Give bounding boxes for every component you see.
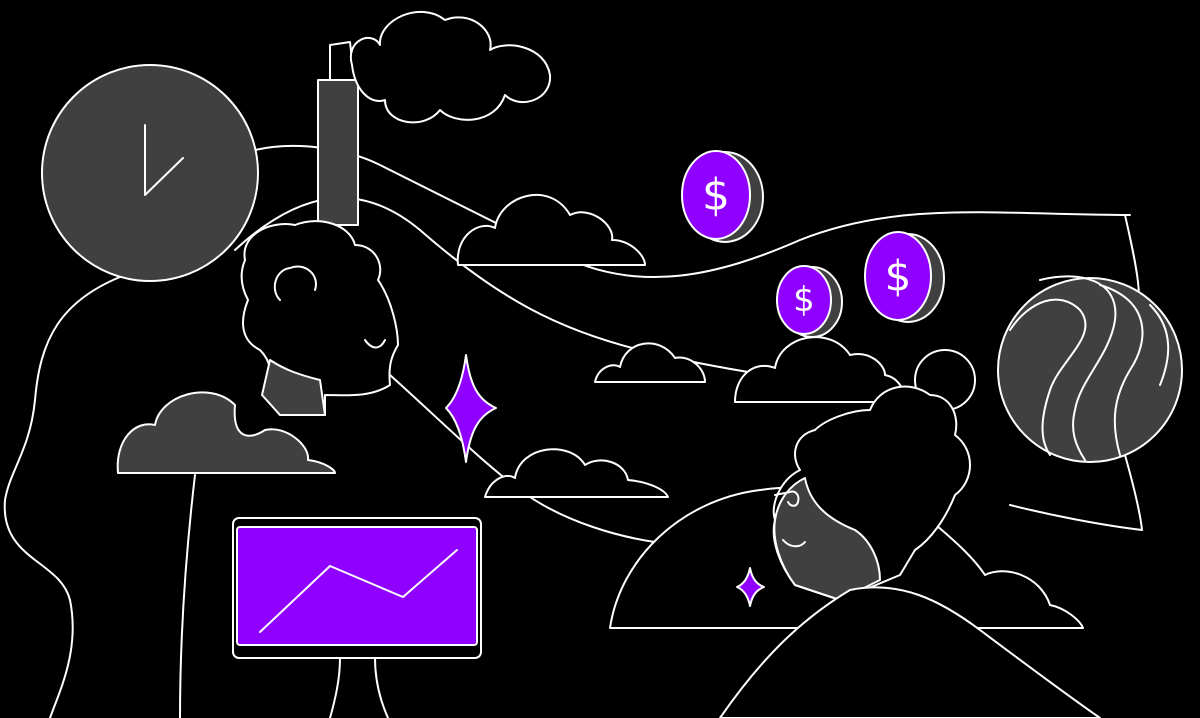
hill-line <box>1009 454 1143 531</box>
cloud-icon <box>116 391 336 474</box>
coin-symbol: $ <box>793 280 815 320</box>
dollar-coin-icon: $ <box>864 231 945 323</box>
dollar-coin-icon: $ <box>681 150 764 243</box>
sparkle-icon <box>736 567 765 607</box>
hill-shape <box>719 586 1101 718</box>
sparkle-icon <box>445 354 497 463</box>
cloud-icon <box>734 336 906 403</box>
cloud-icon <box>594 342 706 383</box>
factory-chimney-icon <box>317 41 359 226</box>
hill-line <box>179 474 196 718</box>
cloud-icon <box>456 193 646 266</box>
dollar-coin-icon: $ <box>776 265 843 338</box>
person-icon <box>240 220 399 416</box>
person-icon <box>772 349 976 601</box>
clock-icon <box>41 64 259 282</box>
hill-line <box>254 145 1131 279</box>
cloud-icon <box>349 10 552 124</box>
striped-planet-icon <box>997 275 1183 463</box>
line-chart-icon <box>232 517 482 718</box>
cloud-icon <box>484 448 669 498</box>
coin-symbol: $ <box>885 252 912 301</box>
hill-line <box>3 274 126 718</box>
coin-symbol: $ <box>702 170 730 221</box>
